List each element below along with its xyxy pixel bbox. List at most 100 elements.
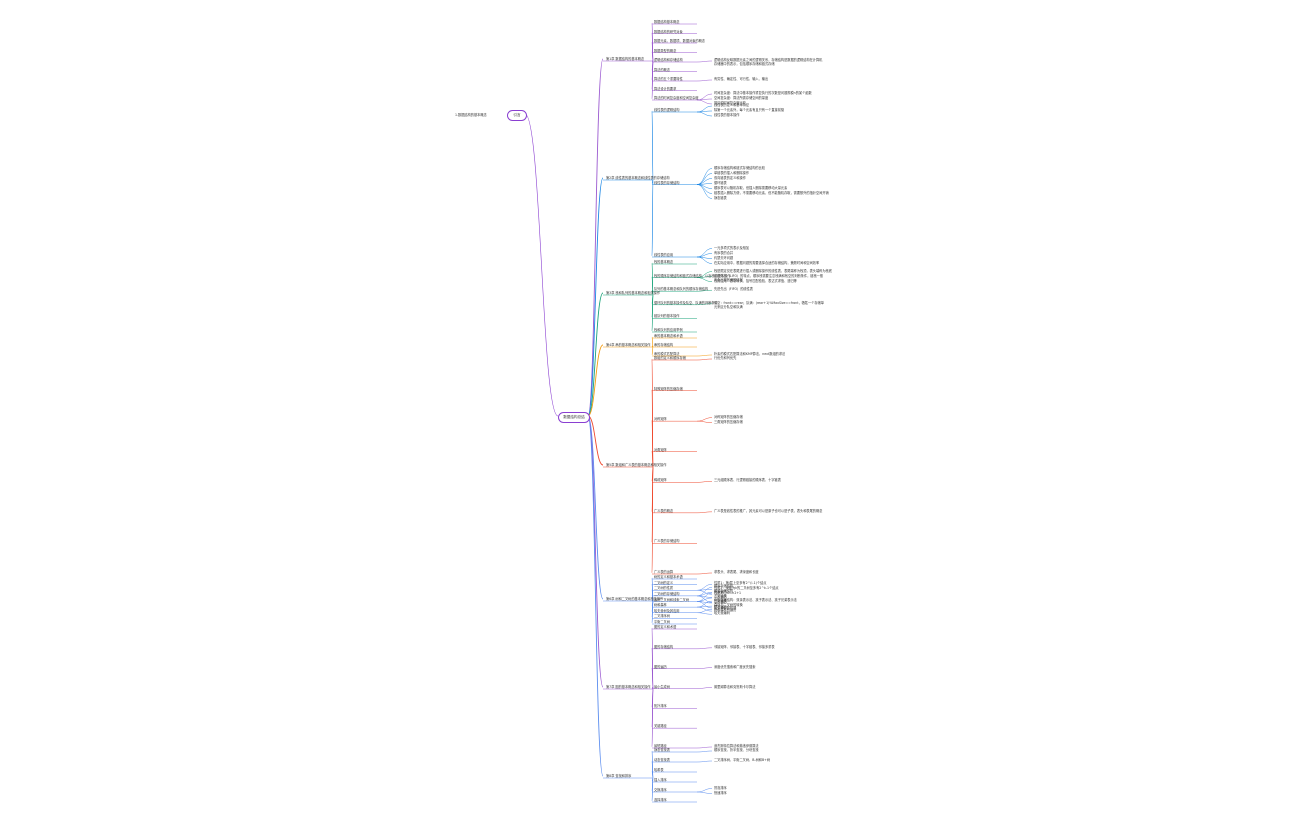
- topic-node[interactable]: 算法设计的要求: [654, 86, 677, 91]
- topic-node[interactable]: 循环队列的基本操作及队空、队满的判断条件: [654, 300, 718, 305]
- subtopic-node: 树和森林的遍历: [714, 608, 737, 613]
- topic-node[interactable]: 图的存储结构: [654, 644, 674, 649]
- topic-node[interactable]: 栈和队列的应用举例: [654, 328, 683, 332]
- topic-node[interactable]: 链队列的基本操作: [654, 314, 680, 319]
- subtopic-node: 哈夫曼编码: [714, 611, 730, 616]
- note-text: 顺序表可以随机存取，但插入删除需要移动大量元素: [714, 185, 788, 190]
- subtopic-node: 对称矩阵的压缩存储: [714, 414, 743, 419]
- subtopic-node: 时间复杂度：算法中基本操作重复执行的次数是问题规模n的某个函数: [714, 91, 812, 95]
- subtopic-node: 单链表的插入和删除操作: [714, 170, 750, 175]
- topic-node[interactable]: 图的遍历: [654, 664, 667, 669]
- branch-node[interactable]: 第8章 查找和排序: [606, 774, 632, 778]
- topic-node[interactable]: 串的基本概念和术语: [654, 334, 683, 338]
- topic-node[interactable]: 对角矩阵: [654, 447, 667, 452]
- topic-node[interactable]: 广义表的概念: [654, 508, 674, 513]
- note-text: 先进先出（FIFO）的线性表: [714, 287, 753, 292]
- topic-node[interactable]: 线性表的存储结构: [654, 180, 680, 185]
- topic-node[interactable]: 算法的五个重要特性: [654, 77, 683, 81]
- branch-node[interactable]: 第5章 数组和广义表的基本概念和相关操作: [606, 463, 667, 467]
- side-pill[interactable]: 引言: [507, 110, 527, 121]
- topic-node[interactable]: 栈的基本概念: [654, 260, 674, 264]
- note-text: 迪杰斯特拉算法和弗洛伊德算法: [714, 744, 759, 748]
- branch-node[interactable]: 第1章 数据结构的基本概念: [606, 57, 645, 61]
- topic-node[interactable]: 特殊矩阵的压缩存储: [654, 386, 683, 391]
- subtopic-node: 双向链表的定义和操作: [714, 175, 746, 180]
- branch-node[interactable]: 第7章 图的基本概念和相关操作: [606, 685, 651, 689]
- topic-node[interactable]: 二叉排序树: [654, 614, 670, 619]
- note-text: 朴素的模式匹配算法和KMP算法，next数组的求法: [714, 352, 786, 356]
- topic-node[interactable]: 数据结构基本概念: [654, 20, 680, 24]
- topic-node[interactable]: 栈的顺序存储结构和链式存储结构，以及栈的基本操作: [654, 273, 731, 278]
- topic-node[interactable]: 树的定义和基本术语: [654, 575, 683, 579]
- note-text: 链表插入删除方便，不需要移动元素，但不能随机存取，需要额外的指针空间开销: [714, 190, 829, 195]
- topic-node[interactable]: 广义表的运算: [654, 570, 674, 574]
- subtopic-node: 性质2：深度为k的二叉树至多有2^k-1个结点: [714, 586, 779, 591]
- subtopic-node: 线性表的定义和基本特征: [714, 103, 750, 107]
- topic-node[interactable]: 数据结构的研究对象: [654, 29, 683, 34]
- topic-node[interactable]: 线性表的应用: [654, 253, 674, 257]
- subtopic-node: 顺序存储结构和链式存储结构的比较: [714, 165, 765, 170]
- note-text: 三元组顺序表、行逻辑链接的顺序表、十字链表: [714, 478, 781, 483]
- subtopic-node: 快速排序: [714, 790, 727, 795]
- topic-node[interactable]: 串的存储结构: [654, 343, 674, 347]
- topic-node[interactable]: 插入排序: [654, 778, 667, 782]
- subtopic-node: 空间复杂度：算法所需存储空间的量度: [714, 96, 769, 100]
- subtopic-node: 链式存储结构: [714, 589, 734, 594]
- topic-node[interactable]: 数组的定义和顺序存储: [654, 356, 686, 360]
- subtopic-node: 冒泡排序: [714, 785, 727, 790]
- note-text: 有穷性、确定性、可行性、输入、输出: [714, 77, 769, 81]
- subtopic-node: 一元多项式的表示及相加: [714, 245, 750, 250]
- subtopic-node: 树的存储结构：双亲表示法、孩子表示法、孩子兄弟表示法: [714, 598, 797, 603]
- subtopic-node: 顺序存储结构: [714, 584, 734, 589]
- subtopic-node: 性质1：第i层上至多有2^(i-1)个结点: [714, 581, 767, 586]
- subtopic-node: 中序遍历: [714, 595, 727, 599]
- note-text: 栈的应用：数制转换、括号匹配检验、表达式求值、递归等: [714, 278, 797, 283]
- topic-node[interactable]: 算法的时间复杂度和空间复杂度: [654, 96, 699, 100]
- note-text: 静态链表: [714, 195, 727, 200]
- topic-node[interactable]: 静态查找表: [654, 748, 670, 752]
- topic-node[interactable]: 线性表的逻辑结构: [654, 108, 680, 112]
- subtopic-node: 先序遍历: [714, 590, 727, 594]
- subtopic-node: 三角矩阵的压缩存储: [714, 419, 743, 424]
- branch-node[interactable]: 第2章 线性表的基本概念和线性表的存储结构: [606, 176, 670, 180]
- topic-node[interactable]: 选择排序: [654, 798, 667, 802]
- topic-node[interactable]: 二叉树的性质: [654, 586, 674, 591]
- topic-node[interactable]: 哈夫曼树及其应用: [654, 608, 680, 613]
- topic-node[interactable]: 广义表的存储结构: [654, 539, 680, 544]
- topic-node[interactable]: 对称矩阵: [654, 417, 667, 422]
- topic-node[interactable]: 平衡二叉树: [654, 620, 670, 624]
- topic-node[interactable]: 最短路径: [654, 744, 667, 748]
- topic-node[interactable]: 交换排序: [654, 788, 667, 792]
- topic-node[interactable]: 串的模式匹配算法: [654, 352, 680, 356]
- root-node[interactable]: 数据结构总结: [558, 412, 590, 423]
- topic-node[interactable]: 遍历二叉树和线索二叉树: [654, 597, 690, 602]
- topic-node[interactable]: 关键路径: [654, 724, 667, 729]
- branch-node[interactable]: 第6章 树和二叉树的基本概念和相关操作: [606, 597, 664, 601]
- topic-node[interactable]: 最小生成树: [654, 684, 670, 689]
- topic-node[interactable]: 树和森林: [654, 603, 667, 608]
- subtopic-node: 森林与二叉树的转换: [714, 603, 743, 608]
- topic-node[interactable]: 二叉树的定义: [654, 580, 674, 585]
- note-text: 队空：front==rear；队满：(rear+1)%MaxSize==fron…: [714, 300, 824, 309]
- topic-node[interactable]: 图的定义和术语: [654, 625, 677, 629]
- side-note: 1.数据结构的基本概念: [455, 113, 487, 117]
- subtopic-node: 三叉链表: [714, 599, 727, 604]
- topic-node[interactable]: 二叉树的存储结构: [654, 591, 680, 596]
- topic-node[interactable]: 数据类型的概念: [654, 48, 677, 53]
- topic-node[interactable]: 稀疏矩阵: [654, 478, 667, 483]
- topic-node[interactable]: 数据元素、数据项、数据对象的概念: [654, 39, 705, 43]
- note-text: 广义表是线性表的推广，其元素可以是原子也可以是子表，表头和表尾的概念: [714, 508, 823, 513]
- note-text: 邻接矩阵、邻接表、十字链表、邻接多重表: [714, 644, 775, 649]
- subtopic-node: 二叉链表: [714, 594, 727, 599]
- topic-node[interactable]: 逻辑结构和存储结构: [654, 58, 683, 62]
- topic-node[interactable]: 拓扑排序: [654, 704, 667, 709]
- topic-node[interactable]: 哈希表: [654, 768, 664, 772]
- topic-node[interactable]: 算法的概念: [654, 67, 670, 72]
- topic-node[interactable]: 动态查找表: [654, 758, 670, 762]
- branch-node[interactable]: 第3章 栈和队列的基本概念和相关操作: [606, 291, 661, 295]
- note-text: 逻辑结构反映数据元素之间的逻辑关系，存储结构是数据的逻辑结构在计算机存储器中的表…: [714, 58, 823, 66]
- topic-node[interactable]: 队列的基本概念和队列的顺序存储结构: [654, 287, 709, 292]
- branch-node[interactable]: 第4章 串的基本概念和相关操作: [606, 343, 651, 347]
- note-text: 栈是限定仅在表尾进行插入或删除操作的线性表，表尾端称为栈顶，表头端称为栈底: [714, 268, 832, 273]
